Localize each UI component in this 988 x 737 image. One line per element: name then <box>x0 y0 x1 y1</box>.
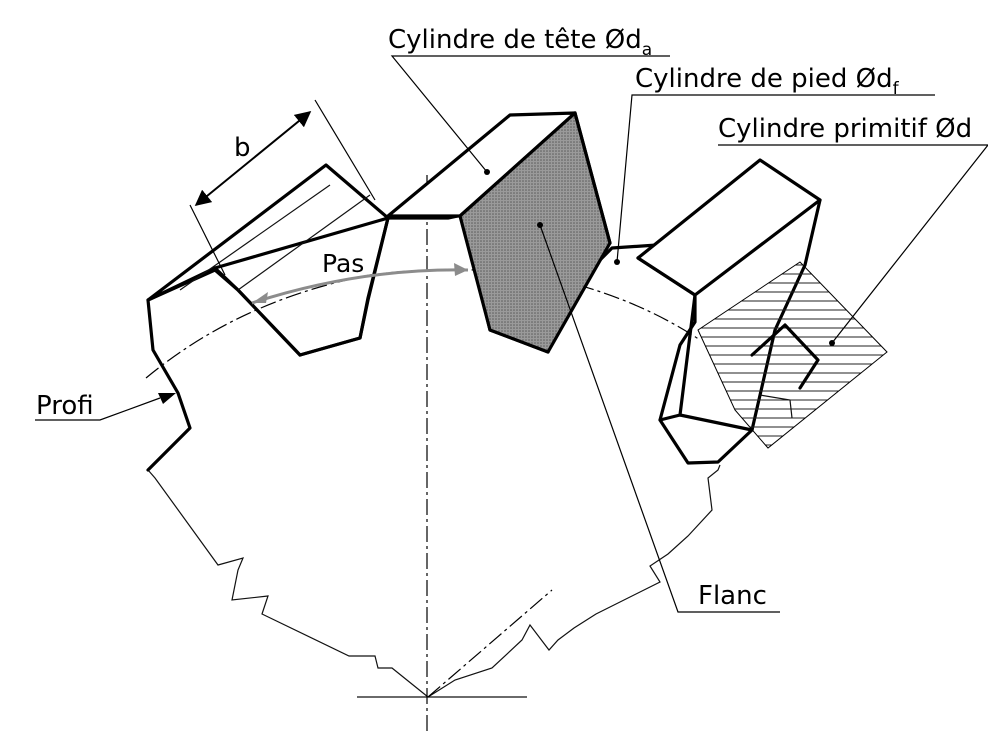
svg-text:Cylindre de pied Ødf: Cylindre de pied Ødf <box>635 64 900 99</box>
b-dimension-line <box>194 110 312 207</box>
leader-profile <box>35 397 161 421</box>
label-root-cylinder: Cylindre de pied Ød <box>635 64 893 94</box>
left-tooth-inner2 <box>237 194 371 291</box>
label-flank: Flanc <box>698 581 767 611</box>
leader-root-cylinder <box>616 94 935 263</box>
pitch-arrowhead-right <box>454 263 468 276</box>
label-profile: Profi <box>36 391 94 421</box>
leader-profile-arrow <box>158 393 176 404</box>
right-tooth-front <box>678 293 697 417</box>
svg-text:Cylindre de tête Øda: Cylindre de tête Øda <box>388 25 652 60</box>
leader-dot-root <box>614 259 620 265</box>
leader-flank <box>539 224 780 613</box>
pitch-section-cut <box>750 323 820 390</box>
label-root-cylinder-sub: f <box>893 79 900 99</box>
pitch-arrow <box>251 268 469 305</box>
label-pitch: Pas <box>322 249 364 278</box>
wheel-lower-outline <box>147 464 721 698</box>
leader-dot-pitch <box>829 340 835 346</box>
pitch-arrowhead-left <box>252 292 268 303</box>
left-tooth-flank <box>298 216 390 357</box>
leader-dot-tip <box>484 169 490 175</box>
label-tip-cylinder-sub: a <box>642 40 652 60</box>
label-face-width: b <box>234 133 251 163</box>
left-tooth-edge <box>213 266 302 357</box>
flank-shaded <box>458 111 612 354</box>
leader-pitch-cylinder <box>718 144 988 344</box>
middle-tooth-edge <box>573 111 612 245</box>
radial-line <box>427 589 553 698</box>
b-extension-2 <box>314 99 376 201</box>
b-extension-1 <box>189 204 226 276</box>
label-tip-cylinder: Cylindre de tête Ød <box>388 25 642 55</box>
leader-dot-flank <box>537 222 543 228</box>
pitch-section-cut2 <box>759 394 793 419</box>
pitch-section-outline <box>697 261 888 449</box>
label-pitch-cylinder: Cylindre primitif Ød <box>718 114 972 144</box>
pitch-circle <box>145 268 701 379</box>
leader-tip-cylinder <box>390 55 670 173</box>
